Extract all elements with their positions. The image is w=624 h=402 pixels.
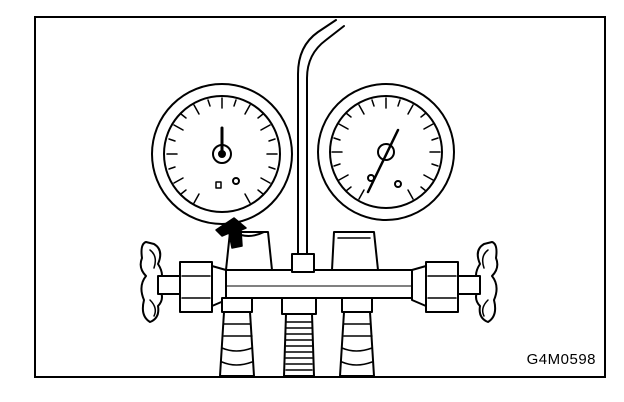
right-gauge-fitting	[331, 231, 379, 271]
right-hose-fitting	[339, 297, 375, 376]
pointer-arrow	[215, 217, 247, 249]
high-gauge-needle	[366, 128, 400, 194]
figure-code: G4M0598	[526, 351, 596, 368]
top-hose-inner	[306, 25, 345, 259]
low-pressure-gauge	[151, 83, 293, 225]
manifold-gauge-illustration	[139, 19, 499, 376]
top-hose	[297, 19, 337, 259]
figure-frame: G4M0598	[34, 16, 606, 378]
high-pressure-gauge	[317, 83, 455, 221]
right-valve-knob	[411, 241, 499, 323]
left-valve-knob	[139, 241, 227, 323]
left-hose-fitting	[219, 297, 255, 376]
high-gauge-ticks	[331, 97, 441, 200]
low-gauge-ticks	[166, 97, 278, 204]
center-hose-fitting	[281, 297, 317, 376]
